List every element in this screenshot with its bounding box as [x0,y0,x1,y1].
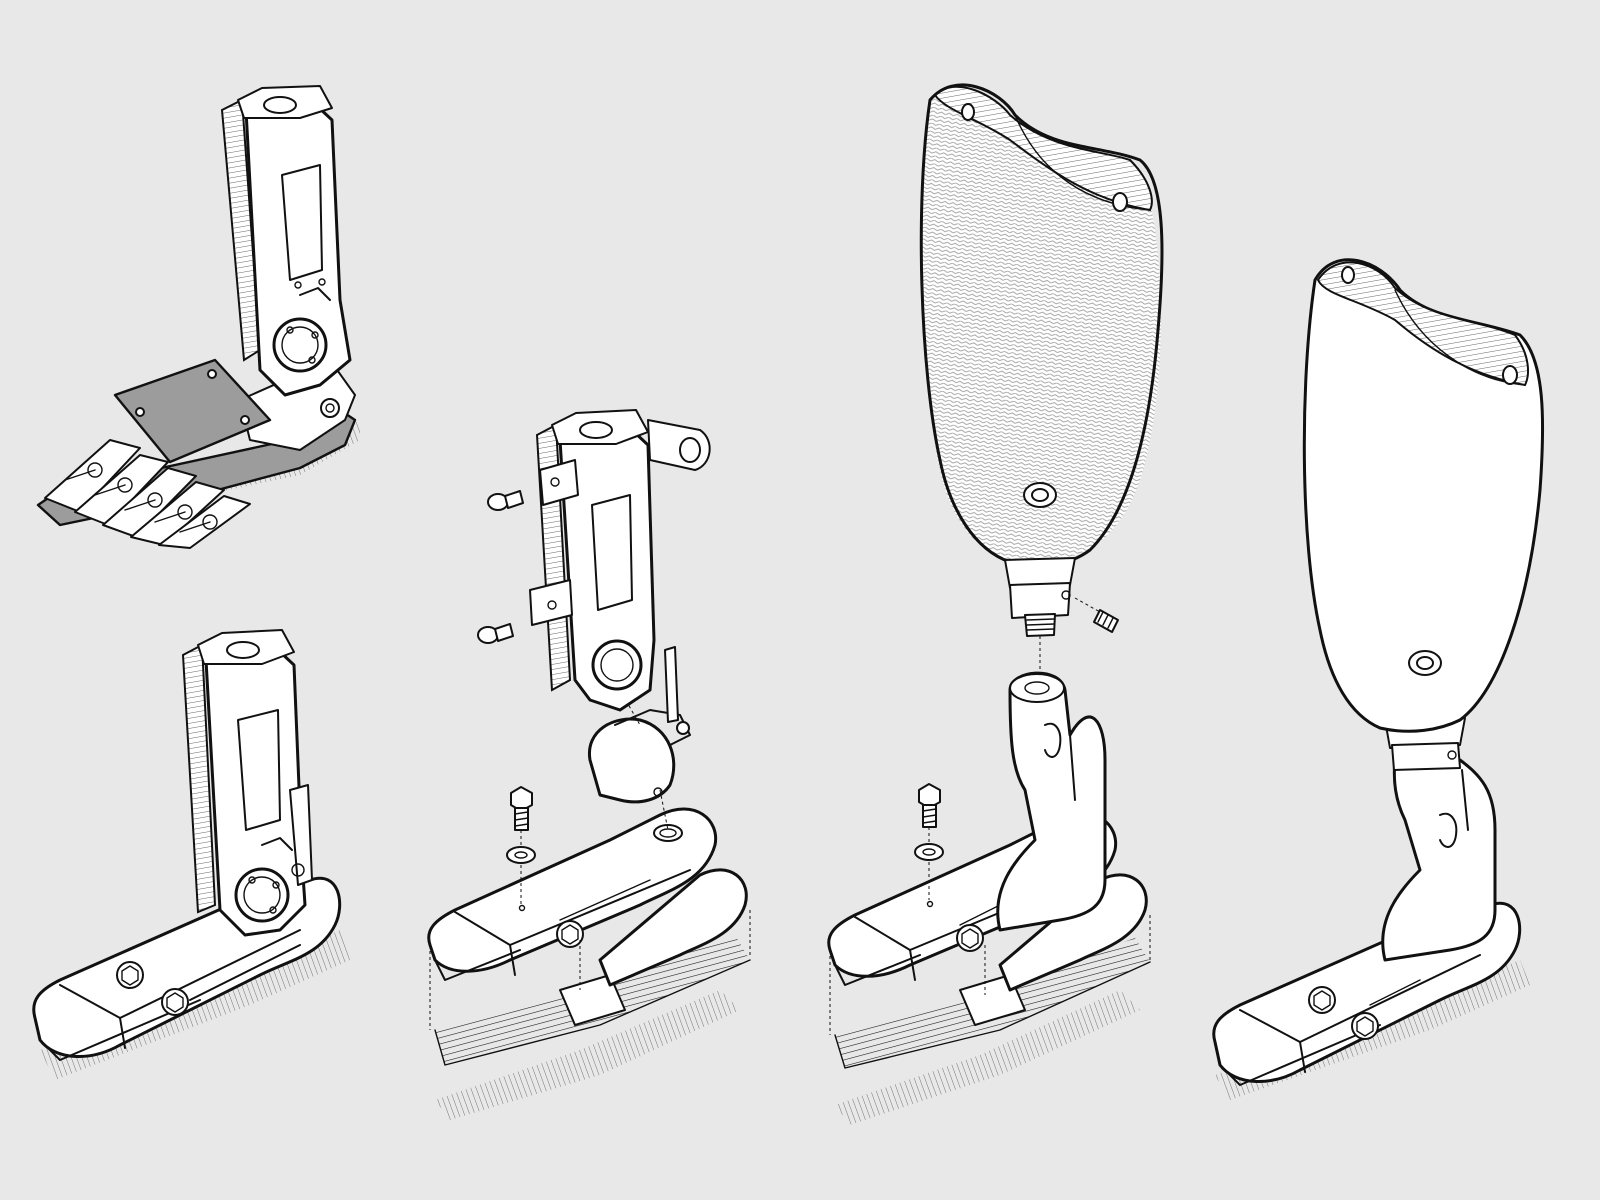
ankle-joint-housing [588,717,676,804]
socket-opening [933,85,1153,212]
ground-shadow [435,990,740,1120]
set-screw-icon [1093,609,1119,633]
socket-pylon-exploded [827,83,1164,1125]
bolt-icon [320,398,340,418]
hex-bolt-icon [918,783,941,828]
bionic-foot-articulated [36,85,360,549]
foot-blade-lower [598,868,748,987]
mount-hole-icon [653,824,683,842]
washer-icon [506,846,536,864]
bolt-icon [956,924,984,952]
foot-blade [427,807,718,973]
pylon-adapter [996,671,1107,932]
socket-opening [1316,261,1529,387]
shin-window [591,494,633,611]
shin-window [237,709,281,831]
screw-icon [477,623,514,644]
bolt-icon [1308,986,1336,1014]
shin-inner-cavity [181,643,217,914]
carbon-socket [921,99,1161,560]
ankle-joint-icon [591,639,643,691]
bolt-icon [1351,1012,1379,1040]
screw-icon [487,490,524,511]
pylon-adapter [1381,758,1497,962]
toe-segments [44,439,251,549]
socket-pylon-assembled [1212,258,1545,1100]
valve-icon [1408,650,1442,676]
bolt-icon [161,988,189,1016]
bolt-icon [556,920,584,948]
rear-bracket [647,419,711,471]
bionic-foot-assembled [32,629,350,1080]
bolt-icon [116,961,144,989]
foot-cover-plate [113,358,272,464]
foot-blade-lower [998,873,1148,992]
clamp-icon [529,579,573,626]
washer-icon [914,843,944,861]
ankle-foot-exploded [427,409,751,1120]
valve-icon [1023,482,1057,508]
pin-icon [664,646,679,723]
hex-bolt-icon [510,786,533,831]
ground-shadow [835,990,1140,1125]
shin-window [281,164,323,281]
